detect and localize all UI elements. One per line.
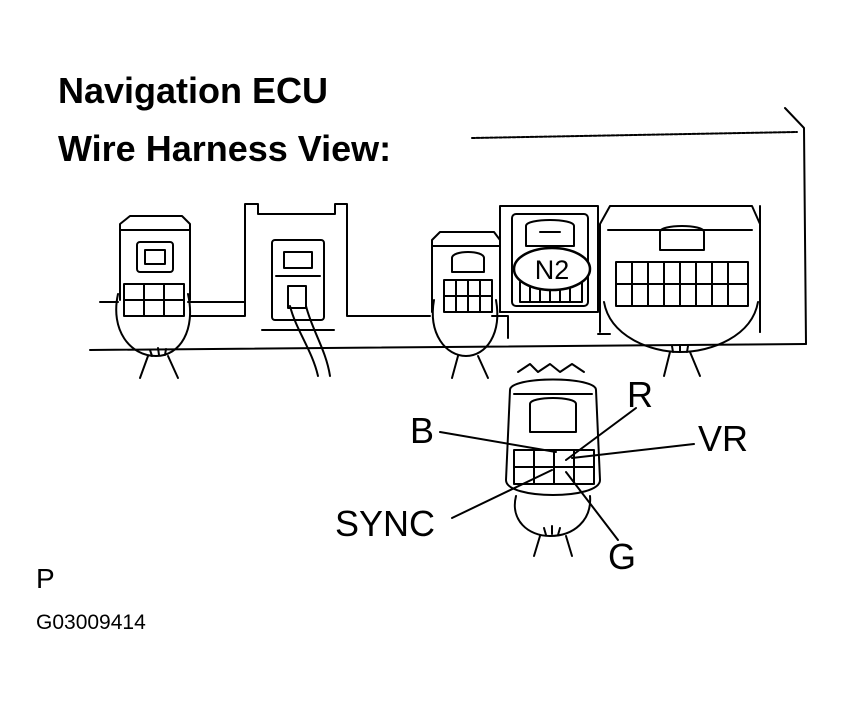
- pin-label-b: B: [410, 410, 435, 451]
- pin-label-vr: VR: [698, 418, 749, 459]
- harness-connector: [505, 363, 601, 557]
- connector-left: [115, 215, 192, 379]
- title-line-1: Navigation ECU: [58, 70, 329, 111]
- pin-label-g: G: [608, 536, 637, 577]
- pin-label-r: R: [627, 374, 653, 415]
- connector-right: [599, 205, 761, 377]
- figure-id: G03009414: [36, 611, 146, 634]
- connector-n2: N2: [499, 205, 599, 313]
- title-line-2: Wire Harness View:: [58, 128, 392, 169]
- pin-leader-lines: [439, 407, 695, 541]
- connector-third: [431, 231, 501, 379]
- connector-second: [261, 239, 335, 377]
- connector-name-label: N2: [535, 255, 570, 285]
- pin-label-sync: SYNC: [335, 503, 436, 544]
- page-marker: P: [36, 563, 55, 594]
